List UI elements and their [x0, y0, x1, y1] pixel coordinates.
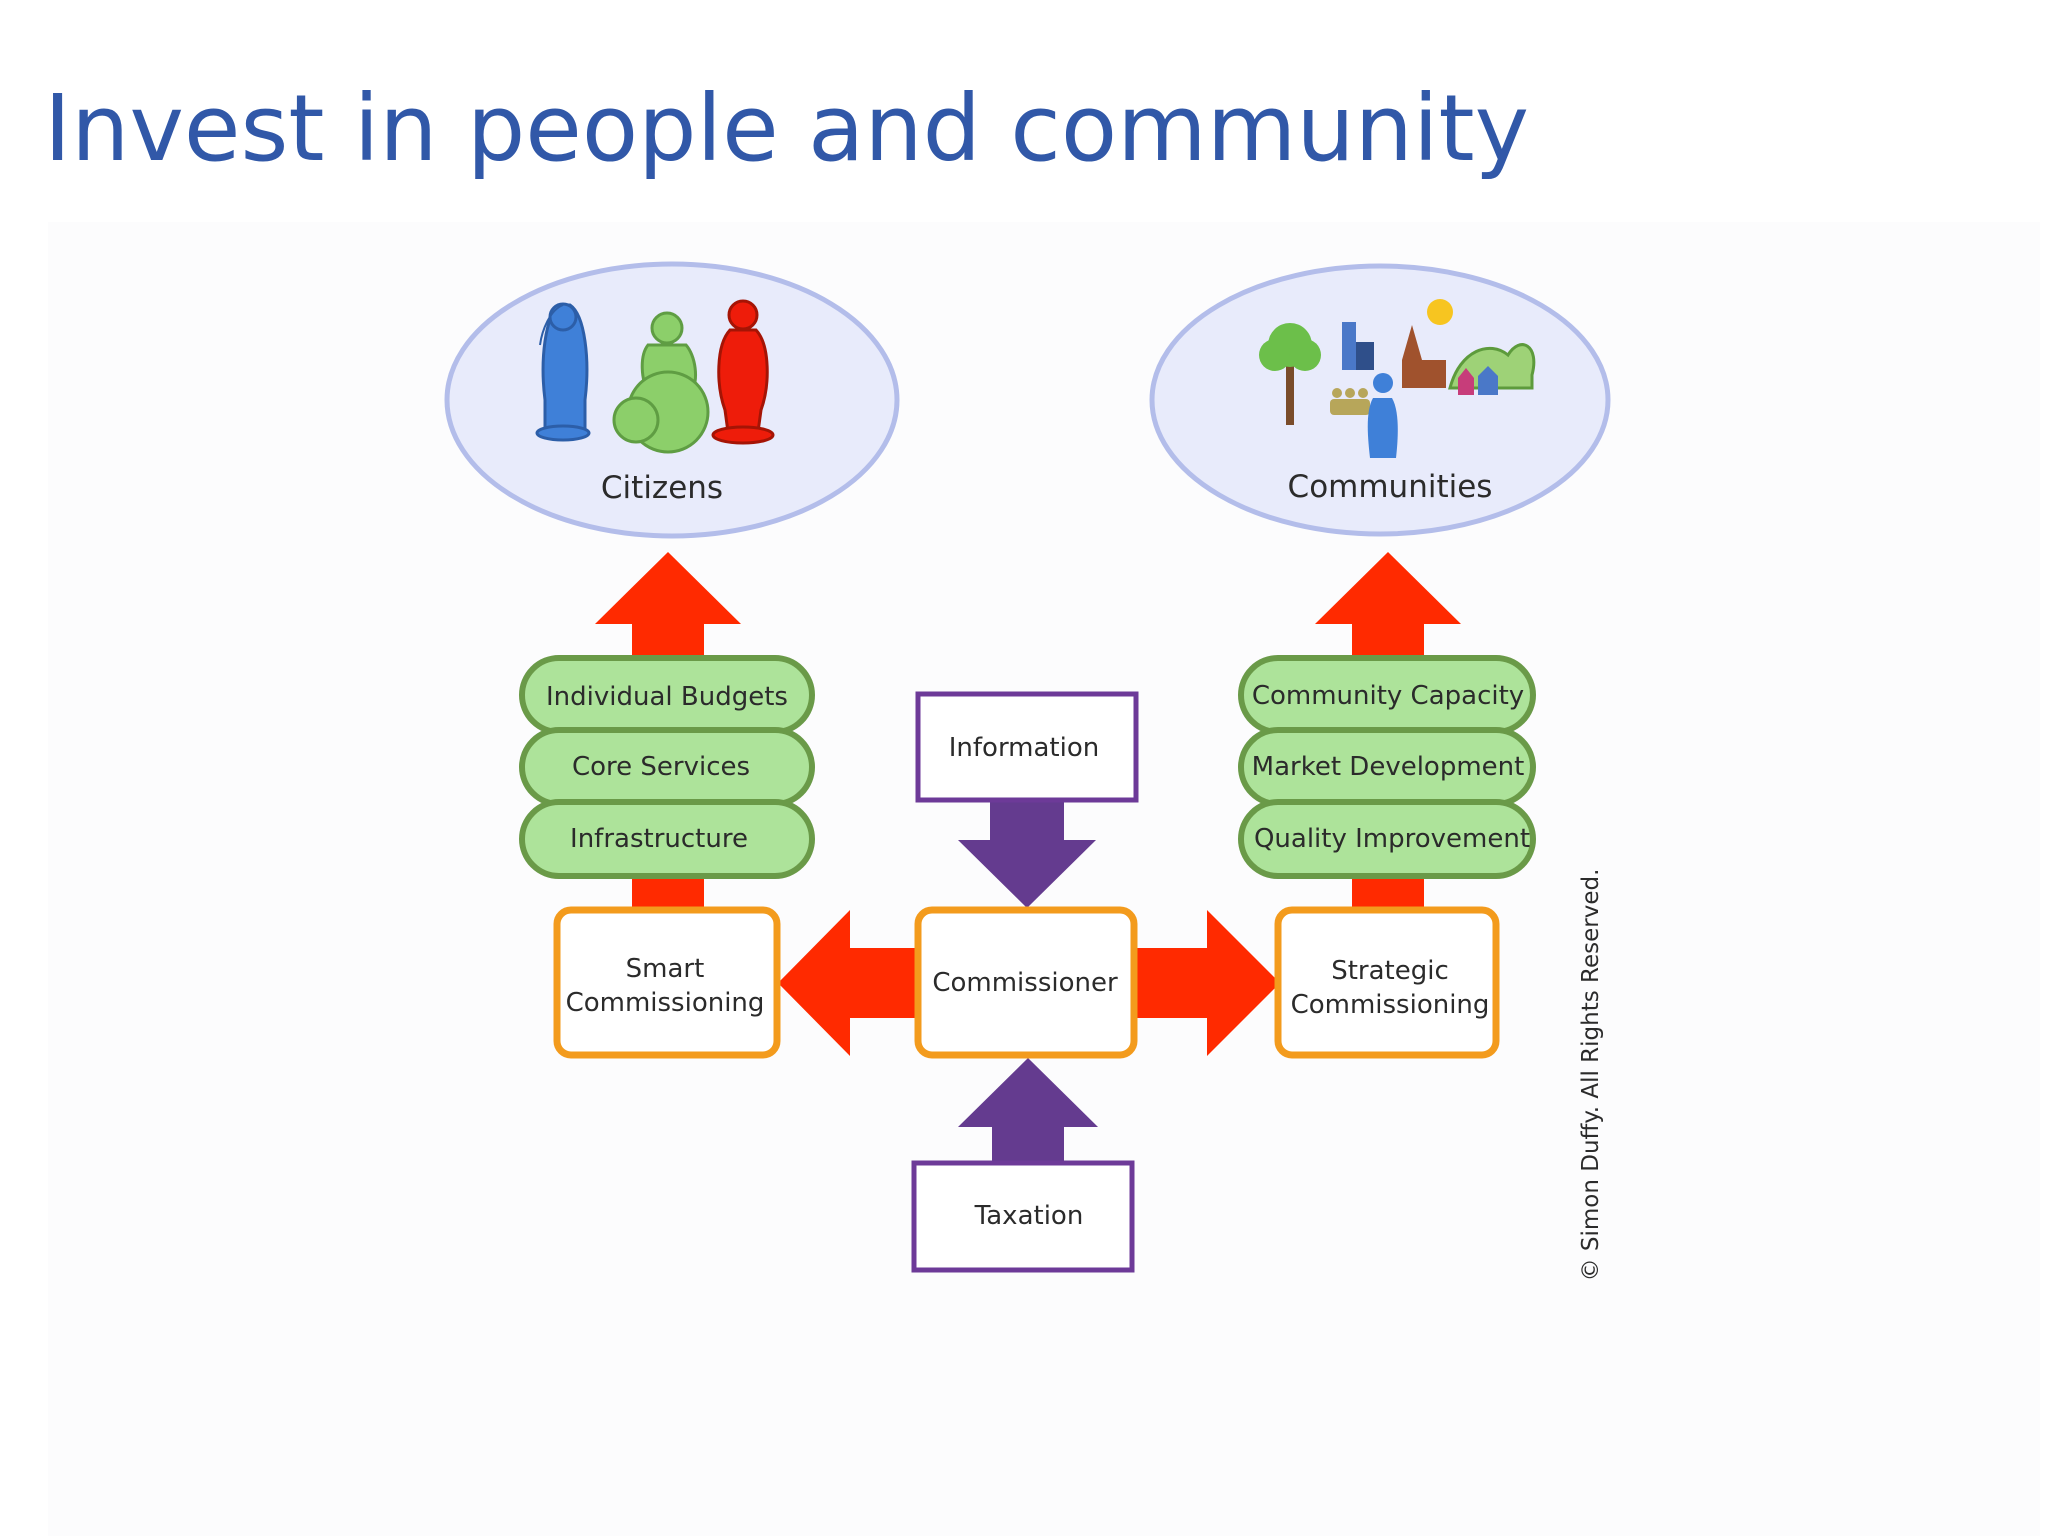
information-box: Information: [915, 691, 1139, 803]
church-icon: [1402, 325, 1446, 388]
community-person-icon: [1367, 373, 1398, 458]
quality-improvement-label: Quality Improvement: [1254, 824, 1530, 854]
market-development-label: Market Development: [1252, 752, 1525, 782]
communities-node: Communities: [1149, 263, 1611, 537]
people-group-icon: [1330, 388, 1370, 415]
taxation-label: Taxation: [974, 1201, 1084, 1231]
strategic-commissioning-label-line1: Strategic: [1331, 956, 1449, 986]
smart-commissioning-box: Smart Commissioning: [553, 906, 781, 1059]
citizens-label: Citizens: [601, 470, 723, 506]
sun-icon: [1427, 299, 1453, 325]
citizen-blue-figure-icon: [535, 302, 591, 442]
left-investment-stack: Individual Budgets Core Services Infrast…: [519, 655, 815, 879]
taxation-box: Taxation: [911, 1160, 1135, 1273]
infrastructure-pill: [519, 799, 815, 879]
infrastructure-label: Infrastructure: [570, 824, 748, 854]
smart-commissioning-label-line2: Commissioning: [566, 988, 765, 1018]
information-down-arrow-icon: [958, 800, 1096, 908]
smart-commissioning-label-line1: Smart: [626, 954, 705, 984]
commissioner-label: Commissioner: [932, 968, 1118, 998]
right-horizontal-arrow-icon: [1130, 910, 1280, 1056]
strategic-commissioning-label-line2: Commissioning: [1291, 990, 1490, 1020]
strategic-commissioning-box: Strategic Commissioning: [1274, 906, 1500, 1059]
taxation-up-arrow-icon: [958, 1058, 1098, 1165]
citizens-node: Citizens: [444, 261, 900, 539]
communities-label: Communities: [1288, 469, 1493, 505]
quality-improvement-pill: [1238, 799, 1536, 879]
tree-icon: [1259, 323, 1321, 425]
commissioner-box: Commissioner: [914, 906, 1138, 1059]
buildings-icon: [1342, 322, 1374, 370]
individual-budgets-label: Individual Budgets: [546, 682, 788, 712]
community-capacity-label: Community Capacity: [1252, 681, 1524, 711]
right-investment-stack: Community Capacity Market Development Qu…: [1238, 655, 1536, 879]
citizen-wheelchair-figure-icon: [612, 311, 710, 454]
left-horizontal-arrow-icon: [778, 910, 922, 1056]
citizen-red-figure-icon: [711, 299, 775, 445]
copyright-notice: © Simon Duffy. All Rights Reserved.: [1578, 869, 1604, 1282]
core-services-label: Core Services: [572, 752, 750, 782]
information-label: Information: [949, 733, 1100, 763]
houses-icon: [1448, 343, 1536, 395]
slide-title: Invest in people and community: [44, 75, 1530, 182]
